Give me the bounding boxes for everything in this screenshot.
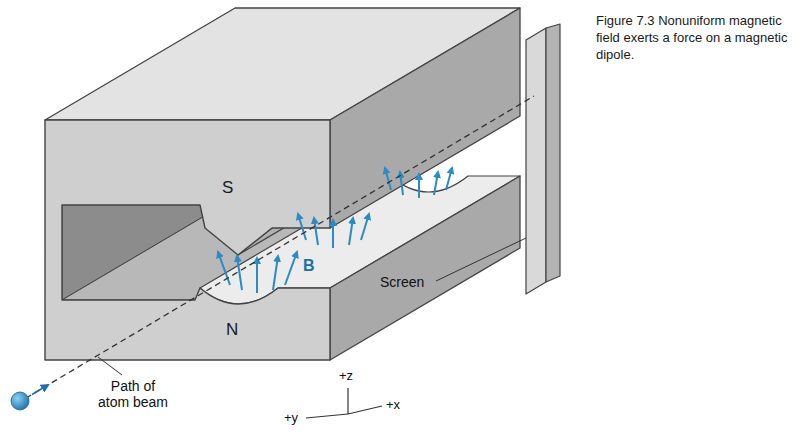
axis-label: +z xyxy=(339,368,353,383)
field-arrow xyxy=(256,258,258,293)
beam-label: Path of atom beam xyxy=(95,378,171,410)
beam-path xyxy=(26,96,534,398)
leader-line xyxy=(436,238,526,281)
part-label: Screen xyxy=(380,274,424,290)
field-arrow xyxy=(273,256,278,290)
beam-direction-arrow xyxy=(32,385,48,395)
field-arrow xyxy=(237,256,242,290)
axis-line xyxy=(347,388,348,414)
axes xyxy=(306,388,382,418)
axis-label: +x xyxy=(386,397,400,412)
axis-line xyxy=(348,406,382,414)
field-arrow xyxy=(349,218,353,245)
screen-edge xyxy=(546,24,560,282)
field-arrow xyxy=(418,174,420,198)
field-arrow xyxy=(314,218,318,245)
magnet-front xyxy=(45,120,330,360)
field-label: B xyxy=(303,257,315,275)
screen-face xyxy=(526,28,546,294)
axis-line xyxy=(306,414,348,418)
figure-caption: Figure 7.3 Nonuniform magnetic field exe… xyxy=(596,12,792,63)
field-arrows xyxy=(218,168,452,293)
field-arrow xyxy=(298,214,306,240)
leader-line xyxy=(98,357,122,375)
axis-label: +y xyxy=(284,410,298,425)
field-arrow xyxy=(361,214,369,240)
magnet-side-lower xyxy=(330,176,520,360)
pole-label: N xyxy=(226,320,238,340)
field-arrow xyxy=(285,252,297,285)
pole-label: S xyxy=(222,178,233,198)
field-arrow xyxy=(434,172,438,195)
field-arrow xyxy=(385,168,391,190)
atom xyxy=(11,392,29,410)
field-arrow xyxy=(332,220,334,248)
field-arrow xyxy=(446,168,452,190)
